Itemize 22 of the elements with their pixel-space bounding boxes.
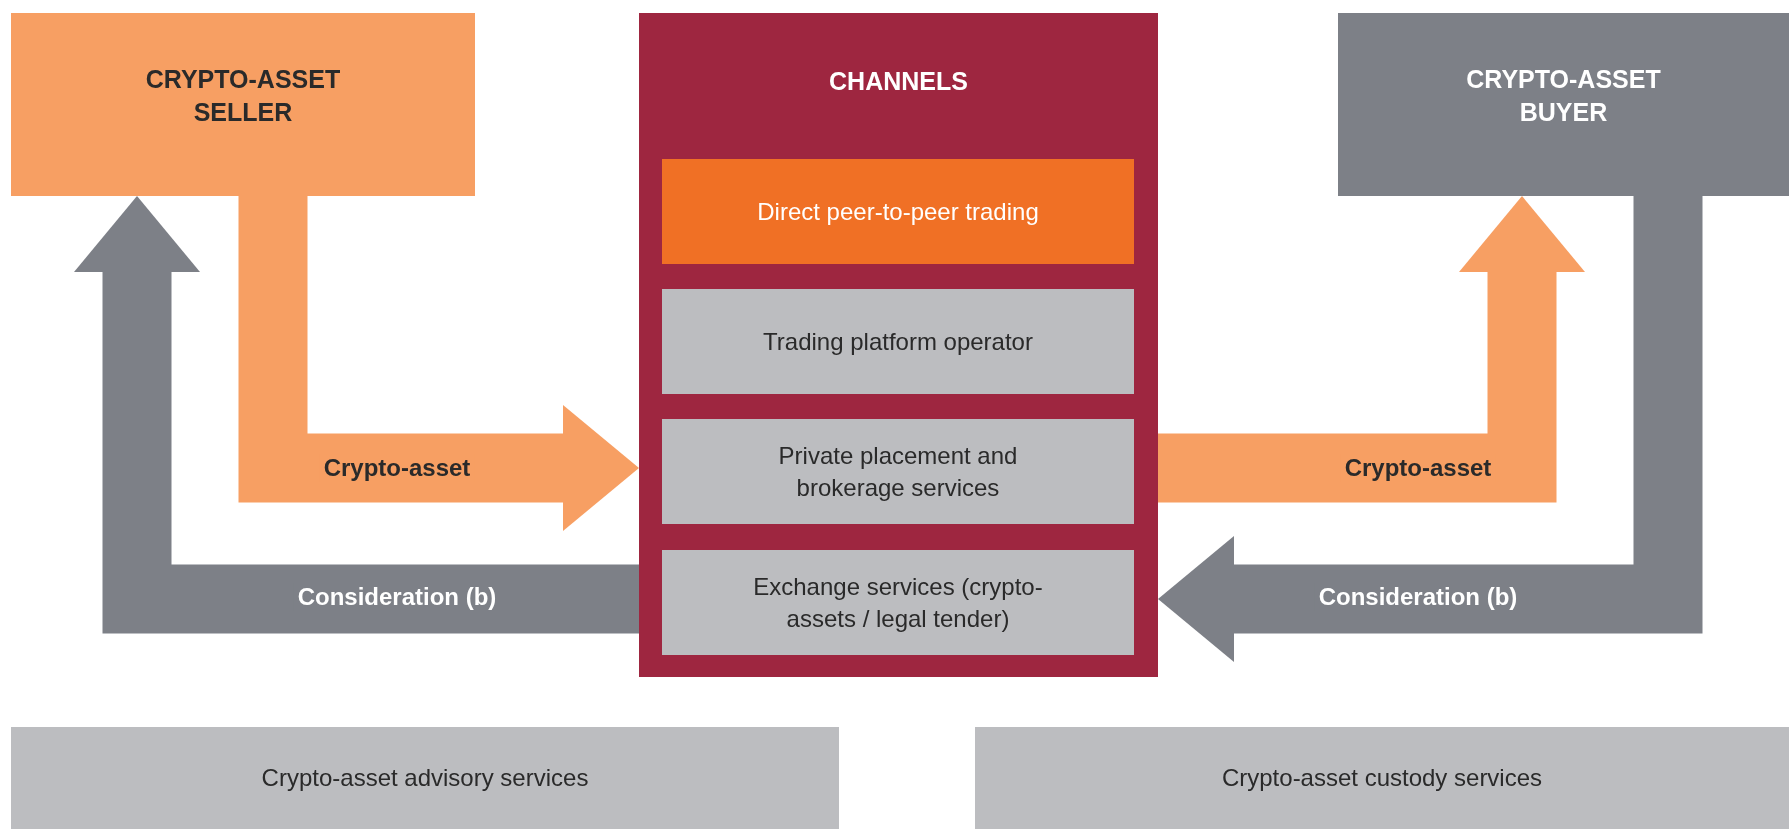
channels-panel	[639, 13, 1158, 677]
service-box	[975, 727, 1789, 829]
heading: CRYPTO-ASSET SELLER	[144, 64, 342, 128]
box-label: Crypto-asset advisory services	[261, 763, 589, 794]
box-label: Exchange services (crypto-assets / legal tender)	[752, 572, 1044, 634]
box-label: Crypto-asset custody services	[1221, 763, 1543, 794]
channel-box	[662, 159, 1134, 264]
block-arrow	[1158, 196, 1585, 503]
channel-box	[662, 419, 1134, 524]
box-label: Private placement and brokerage services	[777, 441, 1019, 503]
heading: CRYPTO-ASSET BUYER	[1465, 64, 1662, 128]
box-label: Trading platform operator	[763, 326, 1033, 357]
box-label: Direct peer-to-peer trading	[757, 196, 1039, 227]
channel-box	[662, 289, 1134, 394]
block-arrow	[74, 196, 639, 634]
block-arrow	[238, 196, 639, 531]
service-box	[11, 727, 839, 829]
party-box	[11, 13, 475, 196]
party-box	[1338, 13, 1789, 196]
heading: CHANNELS	[829, 66, 968, 97]
channel-box	[662, 550, 1134, 655]
block-arrow	[1158, 196, 1703, 662]
